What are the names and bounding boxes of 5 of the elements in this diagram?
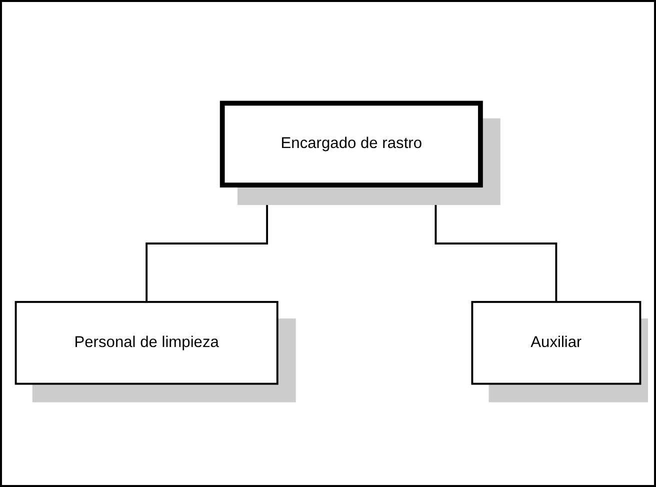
node-box: Encargado de rastro (220, 100, 483, 188)
connector (434, 185, 558, 303)
node-box: Auxiliar (471, 300, 642, 385)
connector (146, 185, 268, 303)
node-box: Personal de limpieza (14, 300, 278, 385)
